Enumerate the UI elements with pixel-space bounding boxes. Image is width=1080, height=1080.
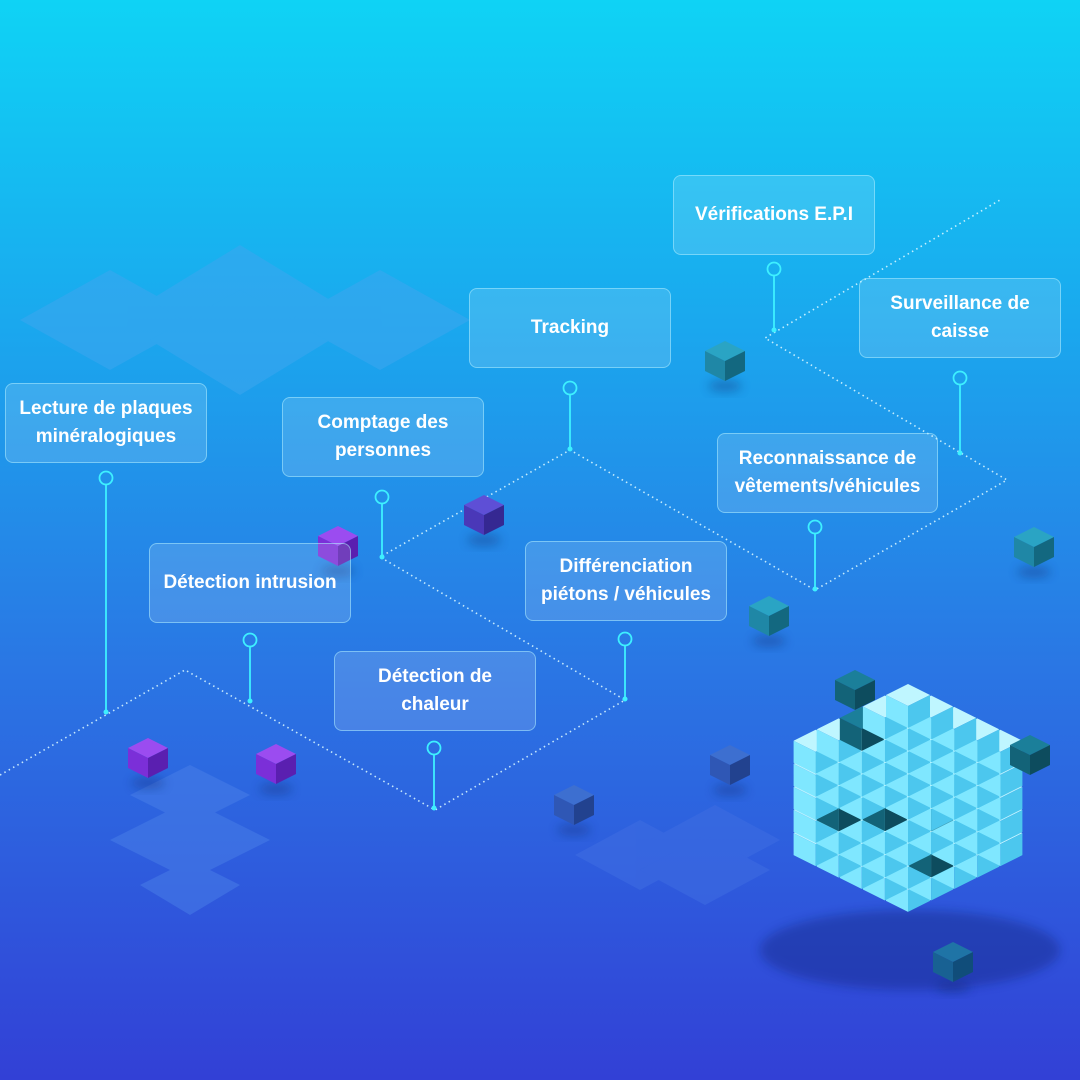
label-detection-intrusion-text: Détection intrusion	[163, 572, 337, 593]
label-comptage-personnes-text: Comptage des personnes	[317, 412, 449, 461]
connector-end-dots	[103, 327, 963, 811]
label-differenciation-text: Différenciation piétons / véhicules	[541, 556, 711, 605]
floating-cube	[749, 596, 789, 647]
detached-cube	[1010, 735, 1050, 775]
floating-cube	[705, 341, 745, 392]
label-surveillance-caisse-text: Surveillance de caisse	[890, 293, 1030, 342]
background-rhombus-group-top	[20, 245, 470, 395]
label-comptage-personnes: Comptage des personnes	[282, 397, 484, 477]
label-detection-chaleur: Détection de chaleur	[334, 651, 536, 731]
background-rhombus-group-left	[110, 765, 270, 915]
connectors	[98, 261, 968, 808]
floating-cube	[710, 745, 750, 796]
label-verifications-epi: Vérifications E.P.I	[673, 175, 875, 255]
label-reconnaissance: Reconnaissance de vêtements/véhicules	[717, 433, 938, 513]
dotted-path-network	[0, 199, 1009, 811]
label-reconnaissance-text: Reconnaissance de vêtements/véhicules	[734, 448, 921, 497]
label-tracking-text: Tracking	[530, 317, 610, 338]
floating-cube	[256, 744, 296, 795]
label-surveillance-caisse: Surveillance de caisse	[859, 278, 1061, 358]
cube-cluster-shadow	[760, 910, 1060, 990]
floating-cube	[464, 495, 504, 546]
detached-cube	[835, 670, 875, 710]
label-detection-chaleur-text: Détection de chaleur	[377, 666, 493, 715]
label-differenciation: Différenciation piétons / véhicules	[525, 541, 727, 621]
background-rhombus-group-bottom	[575, 805, 780, 905]
floating-cubes	[128, 341, 1054, 993]
floating-cube	[554, 785, 594, 836]
label-verifications-epi-text: Vérifications E.P.I	[694, 204, 854, 225]
cluster-cube	[886, 684, 930, 728]
label-lecture-plaques-text: Lecture de plaques minéralogiques	[19, 398, 193, 447]
label-tracking: Tracking	[469, 288, 671, 368]
floating-cube	[128, 738, 168, 789]
cube-cluster-illustration	[760, 670, 1060, 990]
label-lecture-plaques: Lecture de plaques minéralogiques	[5, 383, 207, 463]
floating-cube	[1014, 527, 1054, 578]
label-detection-intrusion: Détection intrusion	[149, 543, 351, 623]
